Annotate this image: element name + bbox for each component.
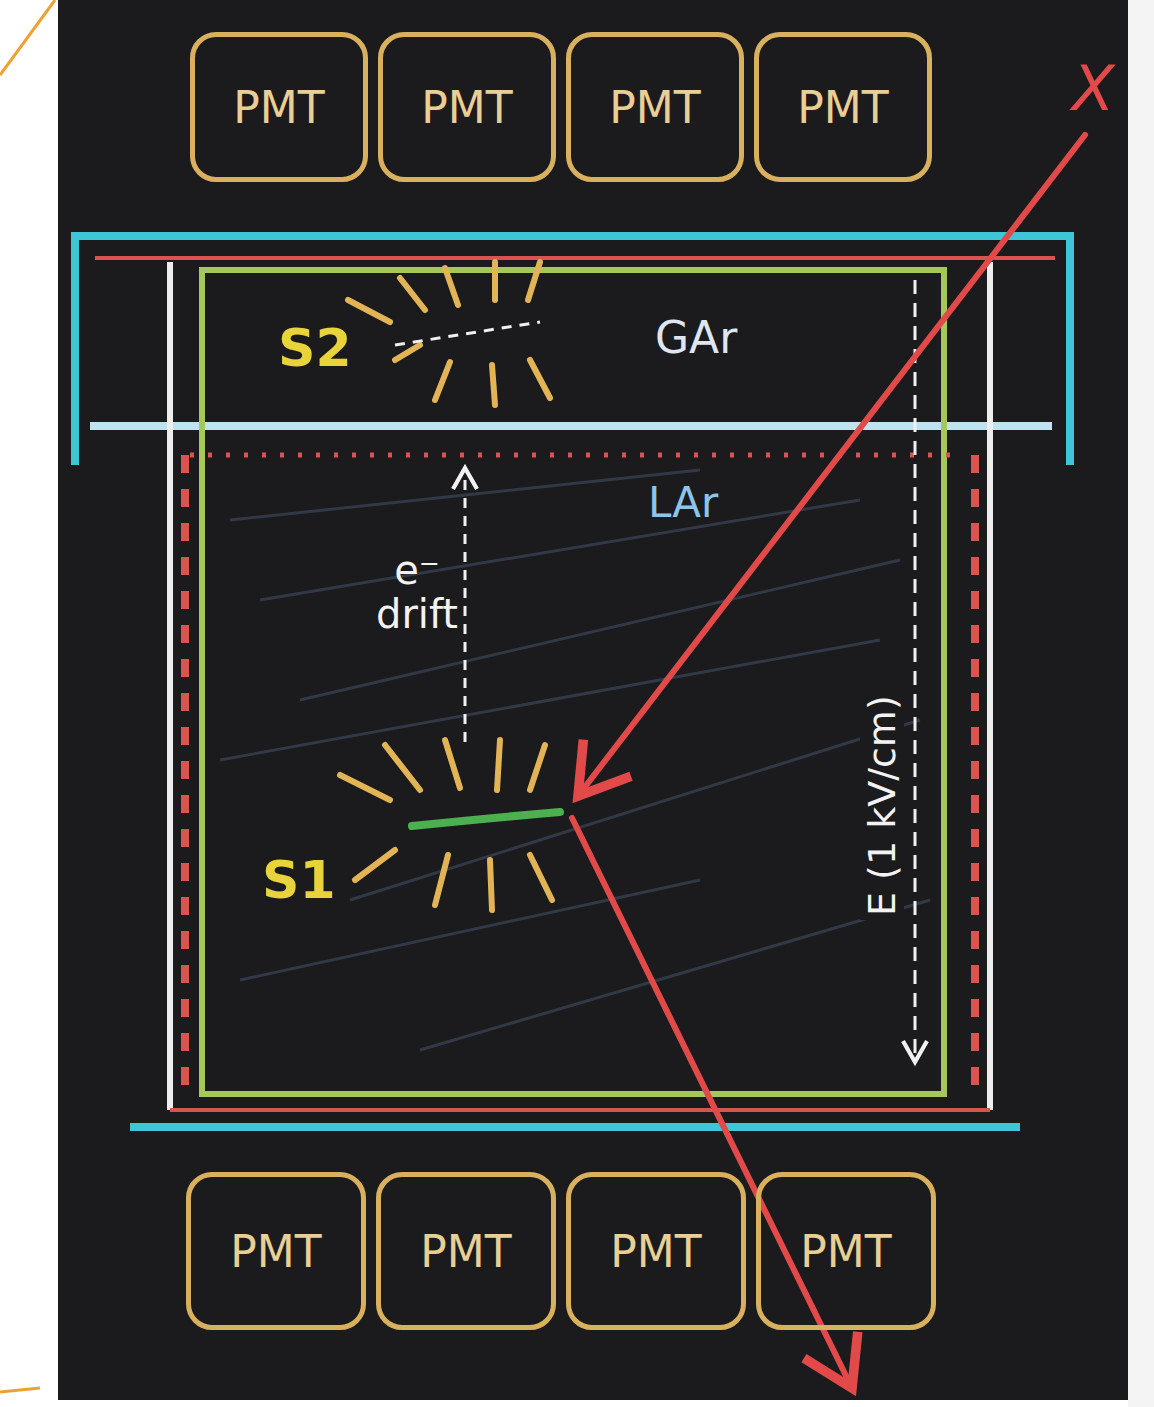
pmt-box: PMT bbox=[566, 1172, 746, 1330]
pmt-label: PMT bbox=[800, 1226, 891, 1277]
pmt-box: PMT bbox=[376, 1172, 556, 1330]
pmt-box: PMT bbox=[756, 1172, 936, 1330]
pmt-label: PMT bbox=[230, 1226, 321, 1277]
pmt-box: PMT bbox=[566, 32, 744, 182]
pmt-label: PMT bbox=[420, 1226, 511, 1277]
pmt-box: PMT bbox=[754, 32, 932, 182]
phase-label: GAr bbox=[655, 312, 737, 363]
pmt-box: PMT bbox=[190, 32, 368, 182]
pmt-label: PMT bbox=[421, 82, 512, 133]
pmt-label: PMT bbox=[609, 82, 700, 133]
particle-label: X bbox=[1072, 52, 1114, 125]
pmt-label: PMT bbox=[610, 1226, 701, 1277]
drift-label: e⁻ drift bbox=[362, 548, 472, 636]
pmt-box: PMT bbox=[186, 1172, 366, 1330]
field-label: E (1 kV/cm) bbox=[860, 691, 904, 920]
pmt-box: PMT bbox=[378, 32, 556, 182]
pmt-label: PMT bbox=[797, 82, 888, 133]
signal-label: S1 bbox=[262, 850, 336, 910]
pmt-label: PMT bbox=[233, 82, 324, 133]
signal-label: S2 bbox=[278, 318, 352, 378]
phase-label: LAr bbox=[648, 478, 718, 527]
